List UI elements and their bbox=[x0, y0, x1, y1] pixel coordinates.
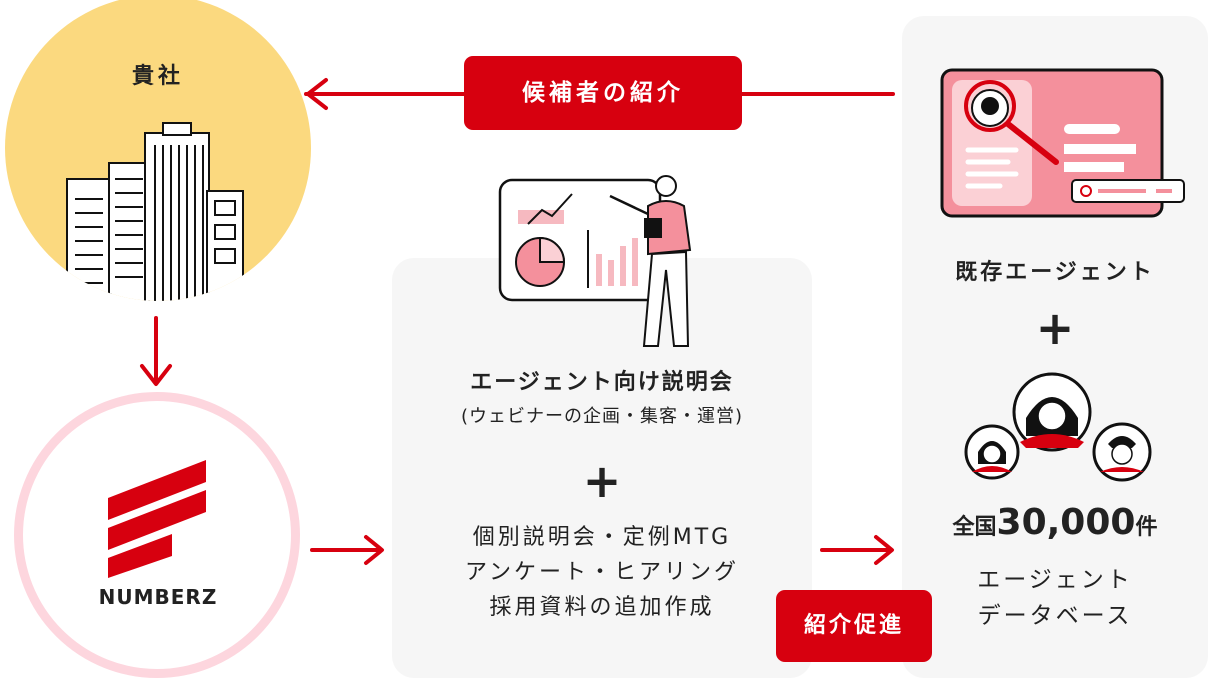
numberz-logo-icon bbox=[108, 460, 206, 578]
count-prefix: 全国 bbox=[952, 515, 997, 540]
agent-briefing-title: エージェント向け説明会 bbox=[470, 370, 734, 395]
count-suffix: 件 bbox=[1135, 515, 1158, 540]
agent-briefing-subtitle: (ウェビナーの企画・集客・運営) bbox=[460, 406, 744, 427]
db-line: エージェント bbox=[977, 567, 1133, 593]
support-list-item: 採用資料の追加作成 bbox=[489, 595, 715, 620]
agent-database-label: エージェント データベース bbox=[902, 562, 1208, 634]
right-plus-sign: + bbox=[1035, 301, 1075, 355]
middle-panel bbox=[392, 258, 812, 678]
db-line: データベース bbox=[977, 603, 1133, 629]
numberz-label: NUMBERZ bbox=[98, 585, 218, 609]
candidate-faces-icon bbox=[964, 372, 1152, 482]
existing-agents-title: 既存エージェント bbox=[955, 260, 1155, 285]
presentation-icon bbox=[498, 175, 692, 347]
company-circle bbox=[5, 0, 311, 301]
middle-plus-sign: + bbox=[582, 454, 622, 508]
count-number: 30,000 bbox=[996, 502, 1136, 543]
agent-count: 全国30,000件 bbox=[902, 502, 1208, 543]
building-icon bbox=[66, 122, 244, 301]
support-list: 個別説明会・定例MTG アンケート・ヒアリング 採用資料の追加作成 bbox=[392, 520, 812, 625]
support-list-item: 個別説明会・定例MTG bbox=[472, 525, 732, 550]
promotion-badge: 紹介促進 bbox=[776, 590, 932, 662]
agent-search-screen-icon bbox=[940, 68, 1185, 218]
numberz-circle bbox=[14, 392, 300, 678]
support-list-item: アンケート・ヒアリング bbox=[464, 560, 740, 585]
company-label: 貴社 bbox=[131, 64, 184, 89]
candidate-intro-badge: 候補者の紹介 bbox=[464, 56, 742, 130]
